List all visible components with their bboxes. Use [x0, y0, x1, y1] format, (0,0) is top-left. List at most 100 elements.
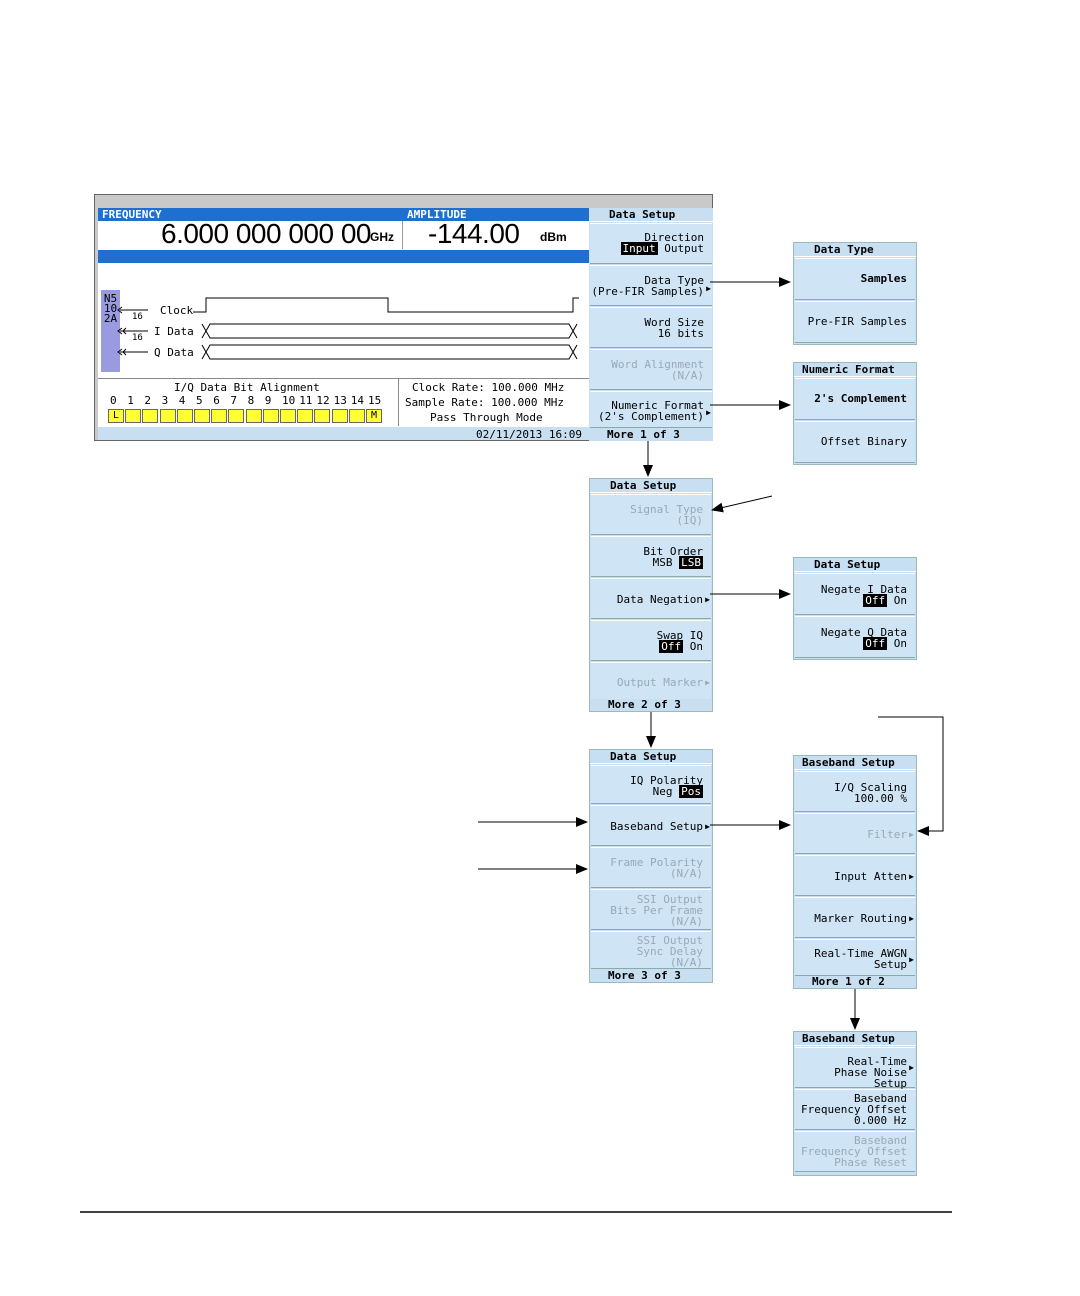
word-alignment-key[interactable]: Word Alignment (N/A) [590, 349, 712, 390]
offset-binary-key[interactable]: Offset Binary [795, 421, 915, 463]
input-atten-key[interactable]: Input Atten ▶ [795, 855, 915, 896]
status-bar [98, 250, 589, 263]
direction-key[interactable]: Direction Input Output [590, 223, 712, 264]
signal-type-value: (IQ) [676, 514, 704, 527]
bit-cell [159, 409, 176, 423]
clock-rate: Clock Rate: 100.000 MHz [412, 381, 565, 394]
display-area: FREQUENCY AMPLITUDE 6.000 000 000 00 GHz… [98, 208, 589, 441]
iq-scaling-value: 100.00 % [854, 792, 907, 805]
frequency-header: FREQUENCY [98, 208, 403, 221]
bit-number: 12 [316, 394, 330, 407]
bit-order-lsb: LSB [679, 556, 703, 569]
numeric-format-value: (2's Complement) [598, 410, 704, 423]
baseband-setup-panel: Baseband Setup I/Q Scaling 100.00 % Filt… [793, 755, 917, 989]
ssi2-line3: (N/A) [669, 956, 703, 969]
realtime-awgn-key[interactable]: Real-Time AWGN Setup ▶ [795, 939, 915, 976]
ssi1-line2: Bits Per Frame [610, 904, 703, 917]
ssi-sync-delay-key[interactable]: SSI Output Sync Delay (N/A) [591, 931, 711, 969]
signal-type-key[interactable]: Signal Type (IQ) [591, 494, 711, 535]
negate-i-off: Off [863, 594, 888, 607]
phase-reset-line1: Baseband [854, 1134, 907, 1147]
bit-cell [228, 409, 245, 423]
bit-order-key[interactable]: Bit Order MSB LSB [591, 536, 711, 577]
panel-title: Numeric Format [794, 363, 916, 377]
iq-polarity-neg: Neg [652, 785, 673, 798]
amplitude-value[interactable]: -144.00 [428, 218, 520, 249]
filter-key[interactable]: Filter ▶ [795, 813, 915, 854]
word-alignment-value: (N/A) [670, 369, 704, 382]
bit-number: 15 [368, 394, 382, 407]
baseband-setup-label: Baseband Setup [610, 820, 703, 833]
bit-cell [262, 409, 279, 423]
negate-i-on: On [893, 594, 907, 607]
submenu-arrow-icon: ▶ [909, 1063, 914, 1072]
phase-noise-line1: Real-Time [847, 1055, 907, 1068]
marker-routing-label: Marker Routing [814, 912, 907, 925]
swap-iq-key[interactable]: Swap IQ Off On [591, 620, 711, 661]
ssi1-line1: SSI Output [636, 893, 703, 906]
more-key[interactable]: More 3 of 3 [590, 970, 712, 982]
panel-title: Data Setup [589, 208, 713, 222]
bit-number: 3 [161, 394, 169, 407]
samples-key[interactable]: Samples [795, 258, 915, 300]
ssi-bits-per-frame-key[interactable]: SSI Output Bits Per Frame (N/A) [591, 889, 711, 930]
submenu-arrow-icon: ▶ [909, 914, 914, 923]
bit-cell [297, 409, 314, 423]
panel-title: Data Setup [590, 750, 712, 764]
frame-polarity-key[interactable]: Frame Polarity (N/A) [591, 847, 711, 888]
awgn-sublabel: Setup [873, 958, 907, 971]
submenu-arrow-icon: ▶ [909, 955, 914, 964]
bit-number: 0 [110, 394, 117, 407]
word-size-key[interactable]: Word Size 16 bits [590, 307, 712, 348]
bit-cell [211, 409, 228, 423]
footer-bar [98, 427, 589, 440]
ssi1-line3: (N/A) [669, 915, 703, 928]
bit-number: 2 [144, 394, 152, 407]
instrument-screen: FREQUENCY AMPLITUDE 6.000 000 000 00 GHz… [94, 194, 713, 441]
output-marker-label: Output Marker [616, 676, 703, 689]
data-type-panel: Data Type Samples Pre-FIR Samples [793, 242, 917, 345]
bit-number: 7 [230, 394, 238, 407]
input-atten-label: Input Atten [834, 870, 907, 883]
marker-routing-key[interactable]: Marker Routing ▶ [795, 897, 915, 938]
amplitude-unit: dBm [540, 230, 567, 244]
panel-title: Data Type [794, 243, 916, 257]
panel-title: Data Setup [794, 558, 916, 572]
more-key[interactable]: More 1 of 2 [794, 976, 916, 988]
bit-cell [314, 409, 331, 423]
freq-offset-line1: Baseband [854, 1092, 907, 1105]
panel-title: Data Setup [590, 479, 712, 493]
baseband-setup-panel-2: Baseband Setup Real-Time Phase Noise Set… [793, 1031, 917, 1176]
panel-title: Baseband Setup [794, 1032, 916, 1046]
softkey-panel-3: Data Setup IQ Polarity Neg Pos Baseband … [589, 749, 713, 983]
negate-q-data-key[interactable]: Negate Q Data Off On [795, 616, 915, 658]
iq-polarity-pos: Pos [679, 785, 703, 798]
data-type-key[interactable]: Data Type (Pre-FIR Samples) ▶ [590, 265, 712, 306]
more-key[interactable]: More 1 of 3 [589, 429, 713, 441]
more-key[interactable]: More 2 of 3 [590, 699, 712, 711]
negate-i-data-key[interactable]: Negate I Data Off On [795, 573, 915, 615]
iq-scaling-key[interactable]: I/Q Scaling 100.00 % [795, 771, 915, 812]
bit-cell [348, 409, 365, 423]
swap-iq-label: Swap IQ [656, 629, 703, 642]
frequency-value[interactable]: 6.000 000 000 00 [161, 218, 371, 249]
numeric-format-key[interactable]: Numeric Format (2's Complement) ▶ [590, 391, 712, 428]
bit-cell [125, 409, 142, 423]
frame-polarity-label: Frame Polarity [610, 856, 703, 869]
phase-noise-key[interactable]: Real-Time Phase Noise Setup ▶ [795, 1047, 915, 1089]
baseband-setup-key[interactable]: Baseband Setup ▶ [591, 805, 711, 846]
bit-cell [194, 409, 210, 423]
softkey-panel-2: Data Setup Signal Type (IQ) Bit Order MS… [589, 478, 713, 712]
output-marker-key[interactable]: Output Marker ▶ [591, 662, 711, 700]
direction-label: Direction [644, 231, 704, 244]
pre-fir-samples-key[interactable]: Pre-FIR Samples [795, 301, 915, 343]
bit-number: 9 [264, 394, 272, 407]
iq-polarity-key[interactable]: IQ Polarity Neg Pos [591, 765, 711, 804]
bb-phase-reset-key[interactable]: Baseband Frequency Offset Phase Reset [795, 1131, 915, 1172]
panel-title: Baseband Setup [794, 756, 916, 770]
timestamp: 02/11/2013 16:09 [476, 428, 582, 441]
twos-complement-key[interactable]: 2's Complement [795, 378, 915, 420]
data-negation-key[interactable]: Data Negation ▶ [591, 578, 711, 619]
info-vdivider [398, 378, 399, 426]
bb-freq-offset-key[interactable]: Baseband Frequency Offset 0.000 Hz [795, 1089, 915, 1130]
